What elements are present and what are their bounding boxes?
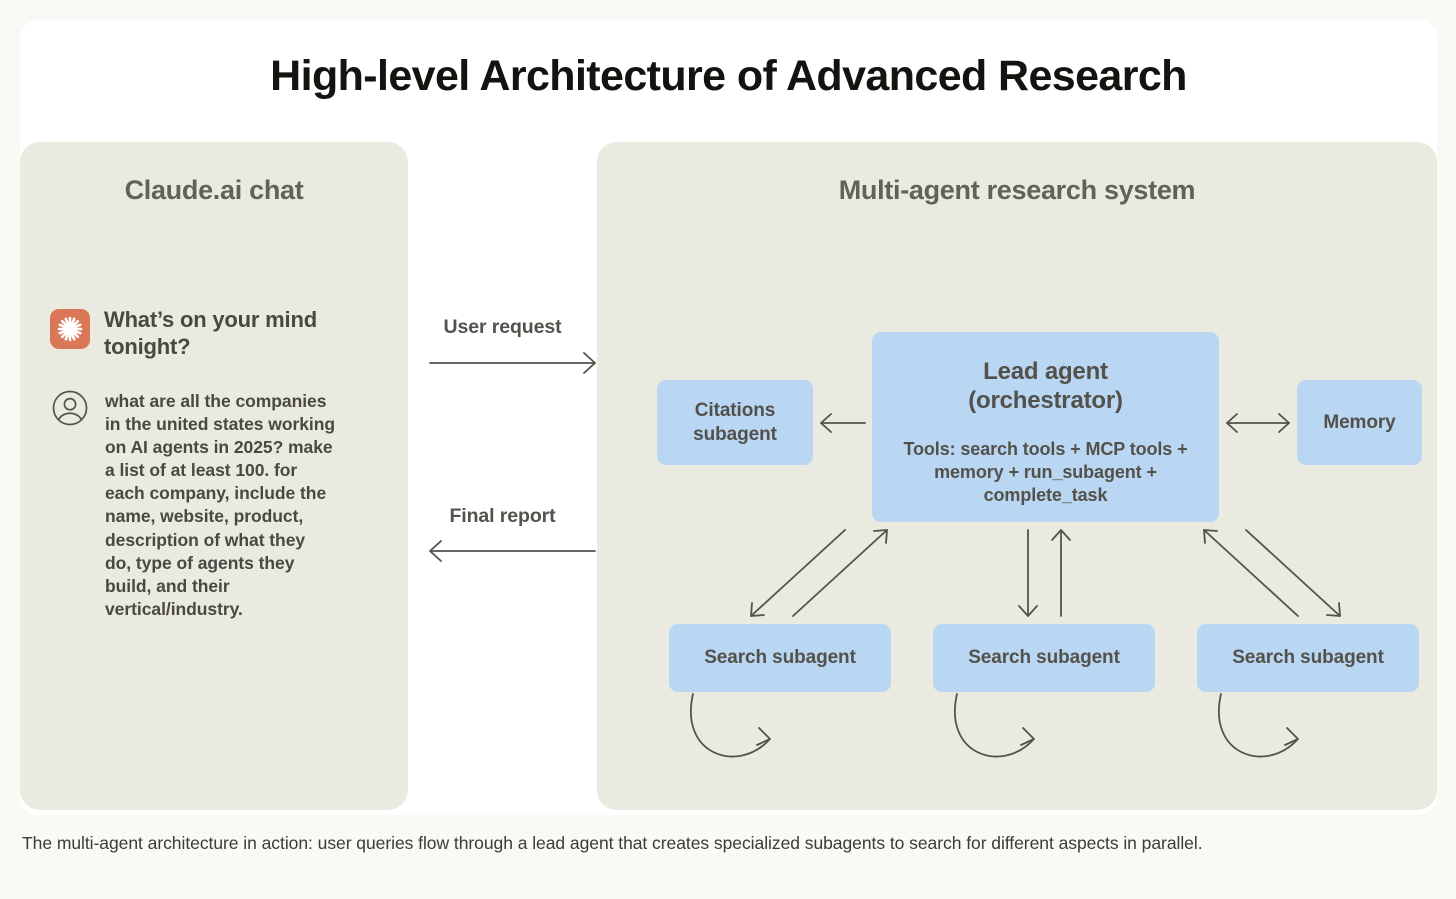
- figure-caption: The multi-agent architecture in action: …: [22, 833, 1203, 853]
- chat-user-message-text: what are all the companies in the united…: [105, 391, 336, 619]
- page-title: High-level Architecture of Advanced Rese…: [270, 52, 1187, 100]
- panel-title-claude-chat: Claude.ai chat: [124, 175, 304, 205]
- connector-search-3-self-loop: [1218, 693, 1298, 758]
- flow-arrows-group: User request Final report: [408, 142, 597, 810]
- search-subagent-1-label: Search subagent: [704, 647, 856, 668]
- lead-agent-tools: Tools: search tools + MCP tools + memory…: [903, 438, 1188, 505]
- panel-title-multi-agent-system: Multi-agent research system: [838, 175, 1196, 205]
- memory-label: Memory: [1323, 411, 1396, 433]
- box-citations-subagent[interactable]: Citations subagent: [657, 380, 813, 465]
- connector-search-2-self-loop: [954, 693, 1034, 758]
- flow-label-final-report: Final report: [449, 505, 556, 527]
- citations-subagent-label-line-1: Citations: [694, 399, 776, 421]
- box-search-subagent-1[interactable]: Search subagent: [669, 624, 891, 692]
- box-search-subagent-3[interactable]: Search subagent: [1197, 624, 1419, 692]
- box-search-subagent-2[interactable]: Search subagent: [933, 624, 1155, 692]
- citations-subagent-label: Citations subagent: [693, 399, 777, 446]
- user-avatar-icon: [48, 386, 92, 430]
- chat-greeting-row: What’s on your mind tonight?: [50, 307, 380, 361]
- panel-claude-chat: Claude.ai chat: [20, 142, 408, 810]
- connector-lead-to-search-1-down: [750, 529, 846, 617]
- citations-subagent-label-line-2: subagent: [693, 423, 777, 445]
- connector-search-1-to-lead-up: [792, 529, 888, 617]
- flow-label-user-request: User request: [443, 316, 562, 338]
- box-memory[interactable]: Memory: [1297, 380, 1422, 465]
- lead-agent-title-line-1: Lead agent: [983, 358, 1108, 385]
- flow-arrow-lines: [429, 352, 596, 562]
- connector-search-3-to-lead-up: [1203, 529, 1299, 617]
- connector-lead-to-search-3-down: [1245, 529, 1341, 617]
- box-lead-agent[interactable]: Lead agent (orchestrator) Tools: search …: [872, 332, 1219, 522]
- search-subagent-3-label: Search subagent: [1232, 647, 1384, 668]
- search-subagent-2-label: Search subagent: [968, 647, 1120, 668]
- lead-agent-title: Lead agent (orchestrator): [968, 358, 1123, 416]
- chat-user-message-row: what are all the companies in the united…: [48, 390, 388, 621]
- claude-starburst-icon: [50, 309, 90, 349]
- connector-search-1-self-loop: [690, 693, 770, 758]
- chat-greeting-text: What’s on your mind tonight?: [104, 307, 317, 359]
- lead-agent-title-line-2: (orchestrator): [968, 386, 1123, 414]
- panel-multi-agent-system: Multi-agent research system: [597, 142, 1437, 810]
- figure-card: High-level Architecture of Advanced Rese…: [20, 20, 1437, 815]
